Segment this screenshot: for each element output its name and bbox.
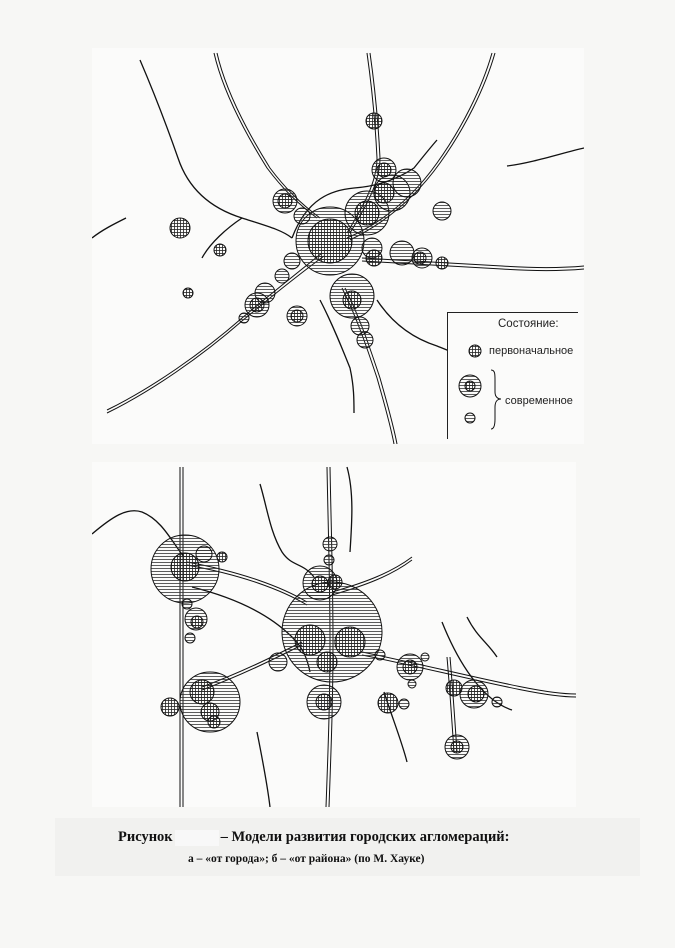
- roads-a: [106, 52, 584, 444]
- legend-label-initial: первоначальное: [489, 345, 574, 357]
- figure-number-blank: [174, 829, 219, 846]
- diagram-b-svg: [92, 466, 576, 807]
- figure-caption-title: Рисунок – Модели развития городских аглом…: [118, 829, 509, 846]
- legend-label-current: современное: [505, 395, 573, 407]
- legend-title: Состояние:: [498, 318, 559, 330]
- settlements-a: [169, 112, 452, 349]
- diagram-b-district-model: [92, 462, 576, 807]
- settlements-b: [150, 534, 503, 760]
- caption-band: [55, 818, 640, 876]
- legend-symbols-overlay: [458, 344, 502, 430]
- caption-title: – Модели развития городских агломераций:: [220, 829, 510, 845]
- figure-caption-subtitle: а – «от города»; б – «от района» (по М. …: [188, 853, 425, 865]
- caption-prefix: Рисунок: [118, 829, 173, 845]
